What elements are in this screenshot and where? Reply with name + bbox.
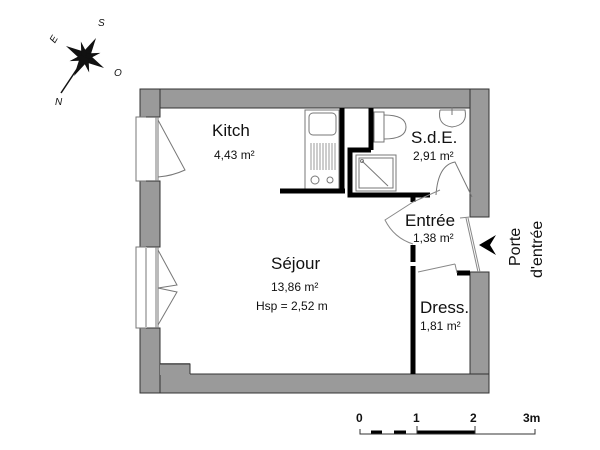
window-sejour [135,246,178,329]
doors [384,189,481,274]
room-sejour-area: 13,86 m² [271,280,319,294]
entrance-label-line2: d'entrée [529,220,546,278]
scale-tick-3: 3m [523,411,541,425]
room-dress-area: 1,81 m² [420,319,461,333]
scale-bar [359,426,536,435]
partitions [280,108,470,374]
outer-walls [139,88,490,394]
room-sejour-name: Séjour [271,254,321,273]
room-sde-name: S.d.E. [411,128,458,147]
room-kitch-name: Kitch [212,121,250,140]
compass-rose-icon [60,37,105,94]
room-dress-name: Dress. [420,298,470,317]
scale-tick-2: 2 [470,411,477,425]
entrance-arrow-icon [479,235,496,255]
scale-tick-0: 0 [356,411,363,425]
room-sde-area: 2,91 m² [413,149,454,163]
scale-tick-1: 1 [413,411,420,425]
kitchen-unit [304,109,340,191]
window-kitchen [135,116,186,182]
compass-north: N [55,97,63,108]
compass-south: S [98,18,105,29]
bathroom-fixtures [355,107,473,198]
room-kitch-area: 4,43 m² [214,148,255,162]
entrance-label-line1: Porte [507,227,524,266]
room-entree-area: 1,38 m² [413,231,454,245]
compass-west: O [114,68,122,79]
room-sejour-height: Hsp = 2,52 m [256,299,328,313]
room-entree-name: Entrée [405,211,456,230]
